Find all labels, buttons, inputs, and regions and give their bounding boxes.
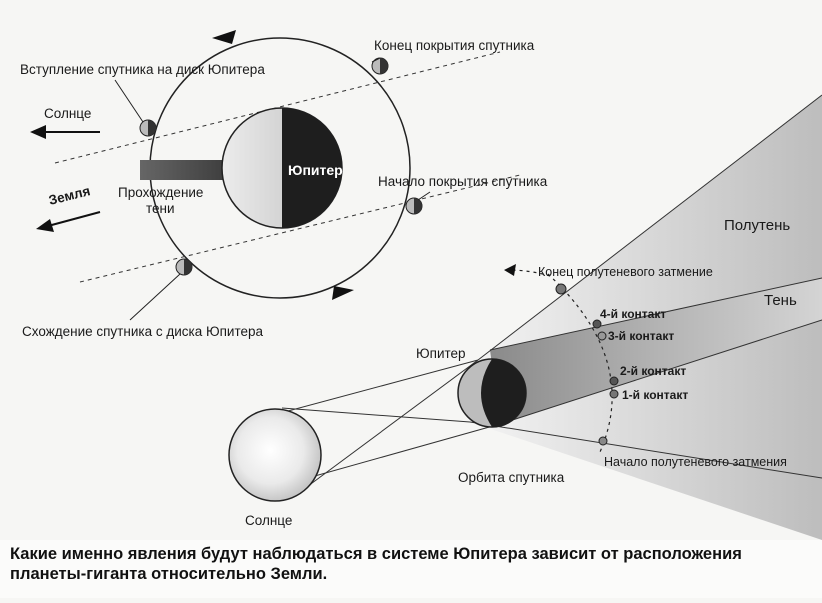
label-earth: Земля bbox=[47, 183, 92, 208]
label-pen-end: Конец полутеневого затмение bbox=[538, 265, 713, 279]
shadow-bar bbox=[140, 160, 235, 180]
label-sun-bottom: Солнце bbox=[245, 513, 292, 528]
label-umbra: Тень bbox=[764, 292, 797, 309]
label-penumbra: Полутень bbox=[724, 217, 790, 234]
orbit-arrow-top-icon bbox=[212, 30, 236, 44]
satellite-occ-start bbox=[405, 197, 423, 215]
umbra-region bbox=[490, 278, 822, 424]
label-ingress: Вступление спутника на диск Юпитера bbox=[20, 62, 265, 77]
caption: Какие именно явления будут наблюдаться в… bbox=[10, 545, 742, 583]
label-orbit: Орбита спутника bbox=[458, 470, 565, 485]
caption-area bbox=[0, 540, 822, 598]
label-jupiter-top: Юпитер bbox=[288, 162, 343, 178]
label-egress: Схождение спутника с диска Юпитера bbox=[22, 324, 263, 339]
label-occ-start: Начало покрытия спутника bbox=[378, 174, 548, 189]
satellite-ingress bbox=[139, 119, 157, 137]
label-shadow-transit-1: Прохождение bbox=[118, 185, 203, 200]
satellite-orbit-arc bbox=[547, 273, 613, 453]
jupiter-upper bbox=[221, 107, 343, 229]
label-shadow-transit-2: тени bbox=[146, 201, 175, 216]
label-contact2: 2-й контакт bbox=[620, 364, 686, 378]
orbit-arrow-icon bbox=[504, 264, 516, 276]
sun-lower bbox=[228, 408, 322, 502]
satellite-egress bbox=[175, 258, 193, 276]
label-contact4: 4-й контакт bbox=[600, 307, 666, 321]
label-contact1: 1-й контакт bbox=[622, 388, 688, 402]
label-contact3: 3-й контакт bbox=[608, 329, 674, 343]
sun-direction-arrow-icon bbox=[30, 125, 100, 139]
jupiter-lower bbox=[457, 358, 527, 428]
label-pen-start: Начало полутеневого затмения bbox=[604, 455, 787, 469]
satellite-occ-end bbox=[371, 57, 389, 75]
label-sun-top: Солнце bbox=[44, 106, 91, 121]
label-jupiter-bottom: Юпитер bbox=[416, 346, 466, 361]
label-occ-end: Конец покрытия спутника bbox=[374, 38, 535, 53]
orbit-arrow-bottom-icon bbox=[332, 286, 354, 300]
earth-direction-arrow-icon bbox=[36, 211, 101, 232]
